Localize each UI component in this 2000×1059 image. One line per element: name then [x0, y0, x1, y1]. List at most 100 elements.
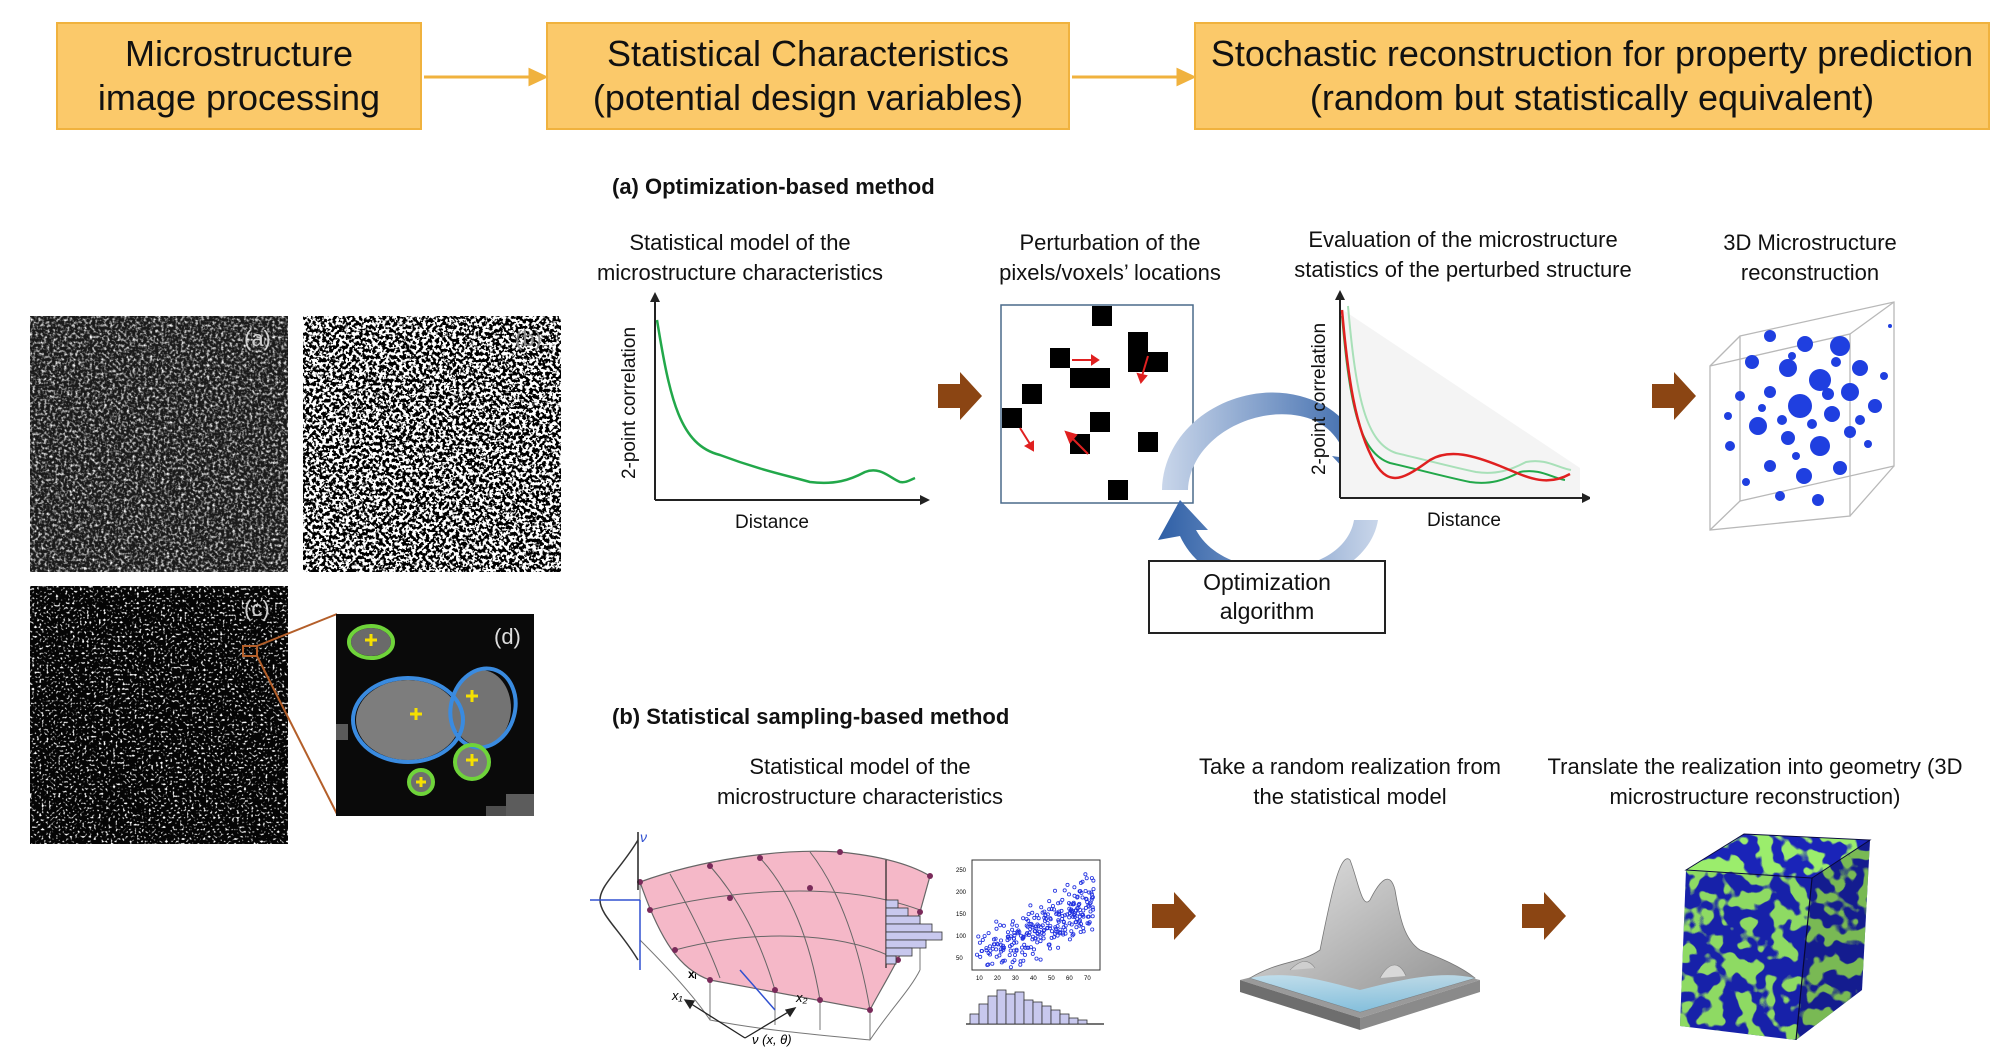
- scatter-point: [1061, 920, 1066, 925]
- scatter-point: [1058, 927, 1063, 932]
- scatter-point: [1042, 909, 1047, 914]
- scatter-point: [1012, 931, 1017, 936]
- scatter-point: [1007, 953, 1012, 958]
- scatter-point: [980, 938, 985, 943]
- scatter-point: [1042, 928, 1047, 933]
- scatter-point: [1039, 930, 1044, 935]
- scatter-point: [1067, 911, 1072, 916]
- scatter-point: [1032, 915, 1037, 920]
- scatter-point: [1012, 936, 1017, 941]
- scatter-point: [1078, 908, 1083, 913]
- scatter-point: [1067, 901, 1072, 906]
- scatter-point: [1086, 914, 1091, 919]
- scatter-ytick: 250: [956, 868, 967, 874]
- section-a-step2-title: Perturbation of the pixels/voxels’ locat…: [999, 230, 1221, 285]
- scatter-point: [1034, 956, 1039, 961]
- scatter-point: [999, 943, 1004, 948]
- scatter-point: [1013, 953, 1018, 958]
- scatter-point: [1077, 918, 1082, 923]
- two-phase-microstructure-cube: [1680, 833, 1872, 1041]
- scatter-point: [1020, 950, 1025, 955]
- scatter-point: [1019, 933, 1024, 938]
- scatter-point: [984, 948, 989, 953]
- scatter-point: [985, 963, 990, 968]
- scatter-point: [1005, 938, 1010, 943]
- scatter-xtick: 60: [1066, 976, 1073, 982]
- scatter-point: [1001, 923, 1006, 928]
- model-correlation-curve: [655, 319, 916, 485]
- scatter-point: [1081, 914, 1086, 919]
- scatter-point: [1014, 940, 1019, 945]
- scatter-point: [1014, 948, 1019, 953]
- scatter-point: [1062, 888, 1067, 893]
- scatter-point: [1067, 915, 1072, 920]
- scatter-point: [1047, 899, 1052, 904]
- scatter-point: [1048, 916, 1053, 921]
- two-point-correlation-chart-evaluation: [1335, 290, 1590, 503]
- scatter-point: [1069, 929, 1074, 934]
- scatter-point: [1022, 942, 1027, 947]
- section-a-step4-title: 3D Microstructure reconstruction: [1723, 230, 1897, 285]
- scatter-point: [1075, 894, 1080, 899]
- scatter-xtick: 50: [1048, 976, 1055, 982]
- chart2-xlabel: Distance: [1427, 510, 1501, 531]
- scatter-point: [1045, 912, 1050, 917]
- scatter-point: [1010, 960, 1015, 965]
- scatter-point: [1047, 907, 1052, 912]
- scatter-point: [1026, 945, 1031, 950]
- scatter-point: [1035, 940, 1040, 945]
- section-b-title: (b) Statistical sampling-based method: [612, 704, 1010, 729]
- scatter-point: [1028, 927, 1033, 932]
- scatter-ytick: 150: [956, 912, 967, 918]
- scatter-point: [1030, 910, 1035, 915]
- scatter-point: [1065, 882, 1070, 887]
- marginal-histogram-vertical: [885, 860, 943, 968]
- scatter-point: [1014, 923, 1019, 928]
- scatter-point: [1023, 952, 1028, 957]
- header-step-stochastic-label: Stochastic reconstruction for property p…: [1210, 33, 1974, 118]
- scatter-point: [1053, 888, 1058, 893]
- scatter-point: [1028, 945, 1033, 950]
- scatter-xtick: 30: [1012, 976, 1019, 982]
- gp-label-xi: xᵢ: [688, 967, 697, 981]
- optimization-algorithm-box: Optimization algorithm: [1148, 560, 1386, 634]
- header-step-image-processing-label: Microstructure image processing: [97, 33, 381, 118]
- scatter-point: [988, 944, 993, 949]
- scatter-point: [1054, 911, 1059, 916]
- scatter-point: [1050, 904, 1055, 909]
- scatter-point: [1036, 916, 1041, 921]
- scatter-point: [1080, 895, 1085, 900]
- section-a-title: (a) Optimization-based method: [612, 174, 935, 199]
- scatter-point: [1045, 925, 1050, 930]
- microstructure-image-a: (a): [30, 316, 288, 572]
- scatter-point: [1090, 927, 1095, 932]
- scatter-point: [982, 934, 987, 939]
- scatter-point: [1073, 920, 1078, 925]
- scatter-point: [992, 937, 997, 942]
- scatter-point: [1029, 921, 1034, 926]
- scatter-point: [1072, 885, 1077, 890]
- scatter-point: [991, 942, 996, 947]
- scatter-point: [988, 948, 993, 953]
- scatter-point: [1061, 925, 1066, 930]
- image-a-label: (a): [244, 326, 271, 351]
- scatter-point: [1030, 934, 1035, 939]
- header-step-image-processing: Microstructure image processing: [56, 22, 422, 130]
- header-flow-arrows: [424, 67, 1197, 87]
- scatter-point: [1054, 929, 1059, 934]
- scatter-point: [990, 946, 995, 951]
- scatter-point: [1072, 911, 1077, 916]
- scatter-ytick: 100: [956, 934, 967, 940]
- scatter-point: [1083, 896, 1088, 901]
- scatter-point: [1069, 907, 1074, 912]
- image-c-label: (c): [244, 596, 270, 621]
- scatter-point: [1074, 925, 1079, 930]
- scatter-point: [1079, 890, 1084, 895]
- scatter-point: [1059, 908, 1064, 913]
- scatter-point: [1008, 944, 1013, 949]
- scatter-point: [1010, 927, 1015, 932]
- scatter-point: [1026, 912, 1031, 917]
- two-point-correlation-chart-model: [650, 292, 930, 505]
- scatter-point: [984, 946, 989, 951]
- scatter-point: [986, 931, 991, 936]
